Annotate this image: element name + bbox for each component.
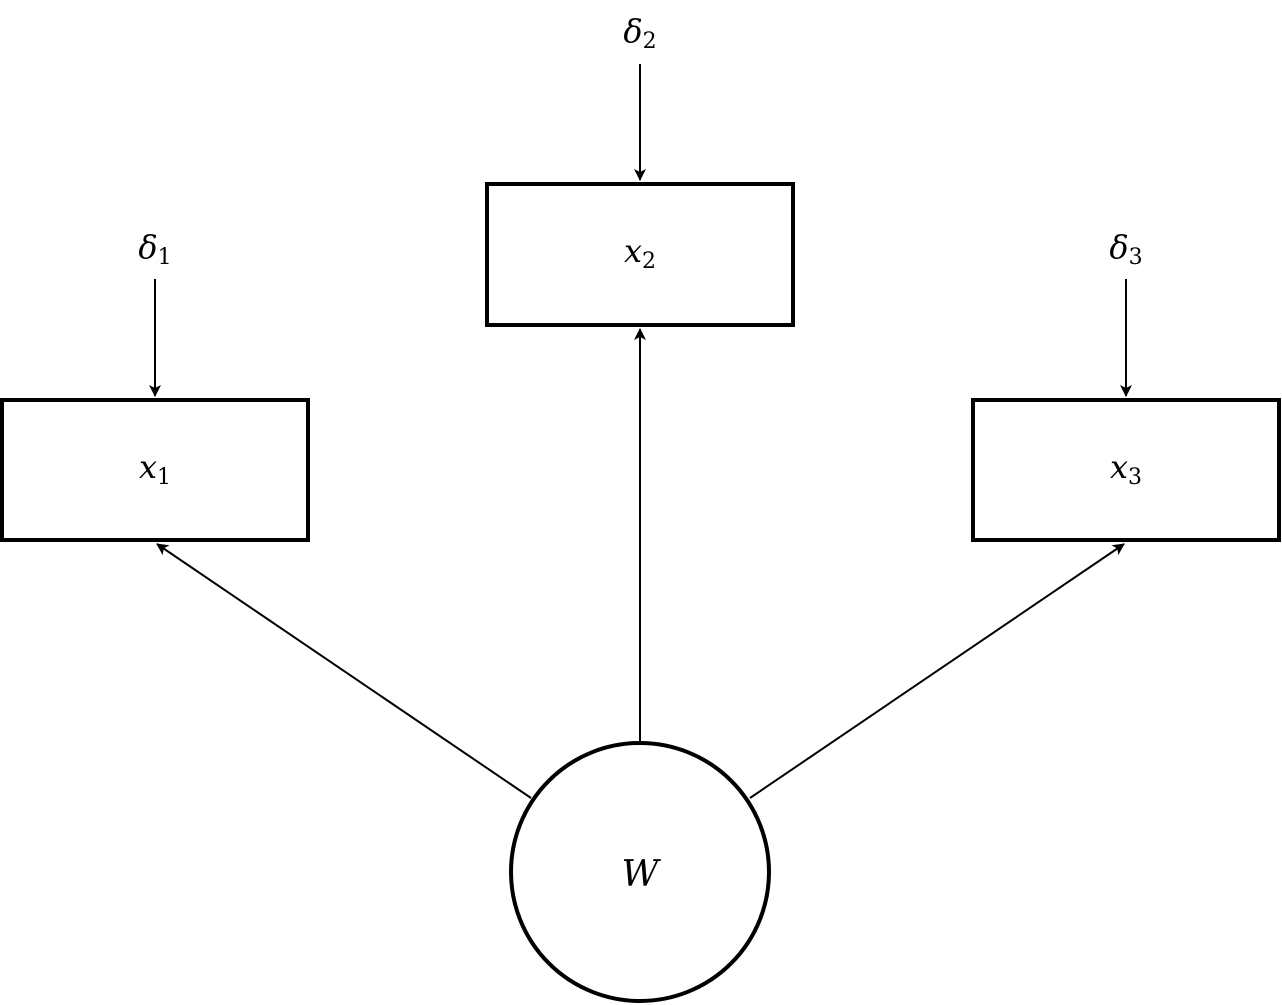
node-x2-label: x2	[624, 232, 656, 274]
node-x3-label: x3	[1110, 448, 1142, 490]
error-d1-label: δ1	[138, 228, 171, 270]
node-x3: x3	[971, 398, 1281, 542]
node-x2: x2	[485, 182, 795, 327]
error-d3-label: δ3	[1109, 228, 1142, 270]
edge-W-x3	[749, 543, 1125, 799]
node-x1-label: x1	[139, 448, 171, 490]
node-x1: x1	[0, 398, 310, 542]
edge-W-x1	[156, 543, 532, 799]
error-d2-label: δ2	[623, 12, 656, 54]
node-W-label: W	[621, 854, 661, 895]
node-W: W	[509, 741, 771, 1003]
